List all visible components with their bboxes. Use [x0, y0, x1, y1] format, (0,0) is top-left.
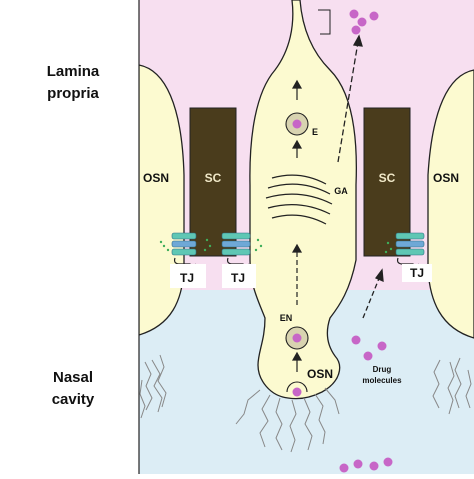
osn-right-label: OSN	[433, 171, 459, 185]
drug-label-line2: molecules	[362, 376, 402, 385]
supporting-cell-left	[189, 107, 237, 257]
exocytosis-label: E	[312, 127, 318, 137]
sc-right-label: SC	[379, 171, 396, 185]
tj-label-1: TJ	[180, 271, 194, 285]
supporting-cell-right	[363, 107, 411, 257]
endosome-label: EN	[280, 313, 293, 323]
tj-label-2: TJ	[231, 271, 245, 285]
top-bracket	[318, 9, 331, 35]
tight-junction-left-2	[221, 232, 251, 256]
endocytic-pit	[286, 381, 308, 393]
drug-label-line1: Drug	[373, 365, 392, 374]
drug-in-vesicle-top	[292, 119, 302, 129]
cilia-right	[432, 357, 472, 415]
cilia-center	[235, 387, 340, 453]
tj-label-box-3	[402, 264, 432, 282]
junction-dots	[159, 238, 393, 254]
osn-right-body	[427, 69, 474, 339]
osn-center-label: OSN	[307, 367, 333, 381]
golgi-label: GA	[334, 186, 348, 196]
lamina-propria-label-line2: propria	[47, 85, 99, 102]
sc-left-label: SC	[205, 171, 222, 185]
drug-in-endosome	[292, 333, 302, 343]
osn-center-body	[249, 0, 357, 400]
osn-left-label: OSN	[143, 171, 169, 185]
tj-label-box-2	[222, 264, 256, 288]
paracellular-arrows	[337, 34, 384, 319]
drug-molecules	[339, 9, 393, 473]
lamina-propria-label-line1: Lamina	[47, 63, 100, 80]
tight-junction-left-1	[171, 232, 197, 256]
tj-label-3: TJ	[410, 266, 424, 280]
cilia-left	[139, 354, 167, 419]
tight-junction-right	[395, 232, 425, 256]
transcytosis-arrows	[291, 79, 303, 372]
nasal-cavity-label-line1: Nasal	[53, 369, 93, 386]
drug-in-pit	[292, 387, 302, 397]
nasal-cavity-label-line2: cavity	[52, 391, 95, 408]
tj-label-box-1	[170, 264, 206, 288]
golgi-apparatus	[265, 174, 333, 225]
